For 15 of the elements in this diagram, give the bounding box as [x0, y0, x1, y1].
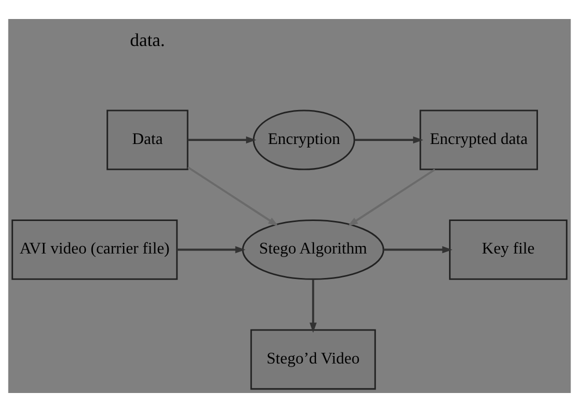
node-box: Key file — [449, 219, 568, 280]
node-box: Encrypted data — [420, 110, 538, 170]
arrow — [176, 246, 246, 254]
node-ellipse: Stego Algorithm — [242, 219, 384, 280]
arrow — [188, 136, 256, 144]
arrow — [348, 168, 436, 226]
node-box: Data — [106, 110, 188, 170]
node-box: Stego’d Video — [250, 329, 376, 390]
arrow — [310, 279, 317, 333]
arrow — [187, 166, 278, 226]
node-ellipse: Encryption — [252, 110, 356, 170]
arrow — [384, 246, 452, 254]
node-box: AVI video (carrier file) — [12, 219, 178, 280]
label: data. — [130, 30, 165, 50]
arrow — [354, 136, 424, 144]
